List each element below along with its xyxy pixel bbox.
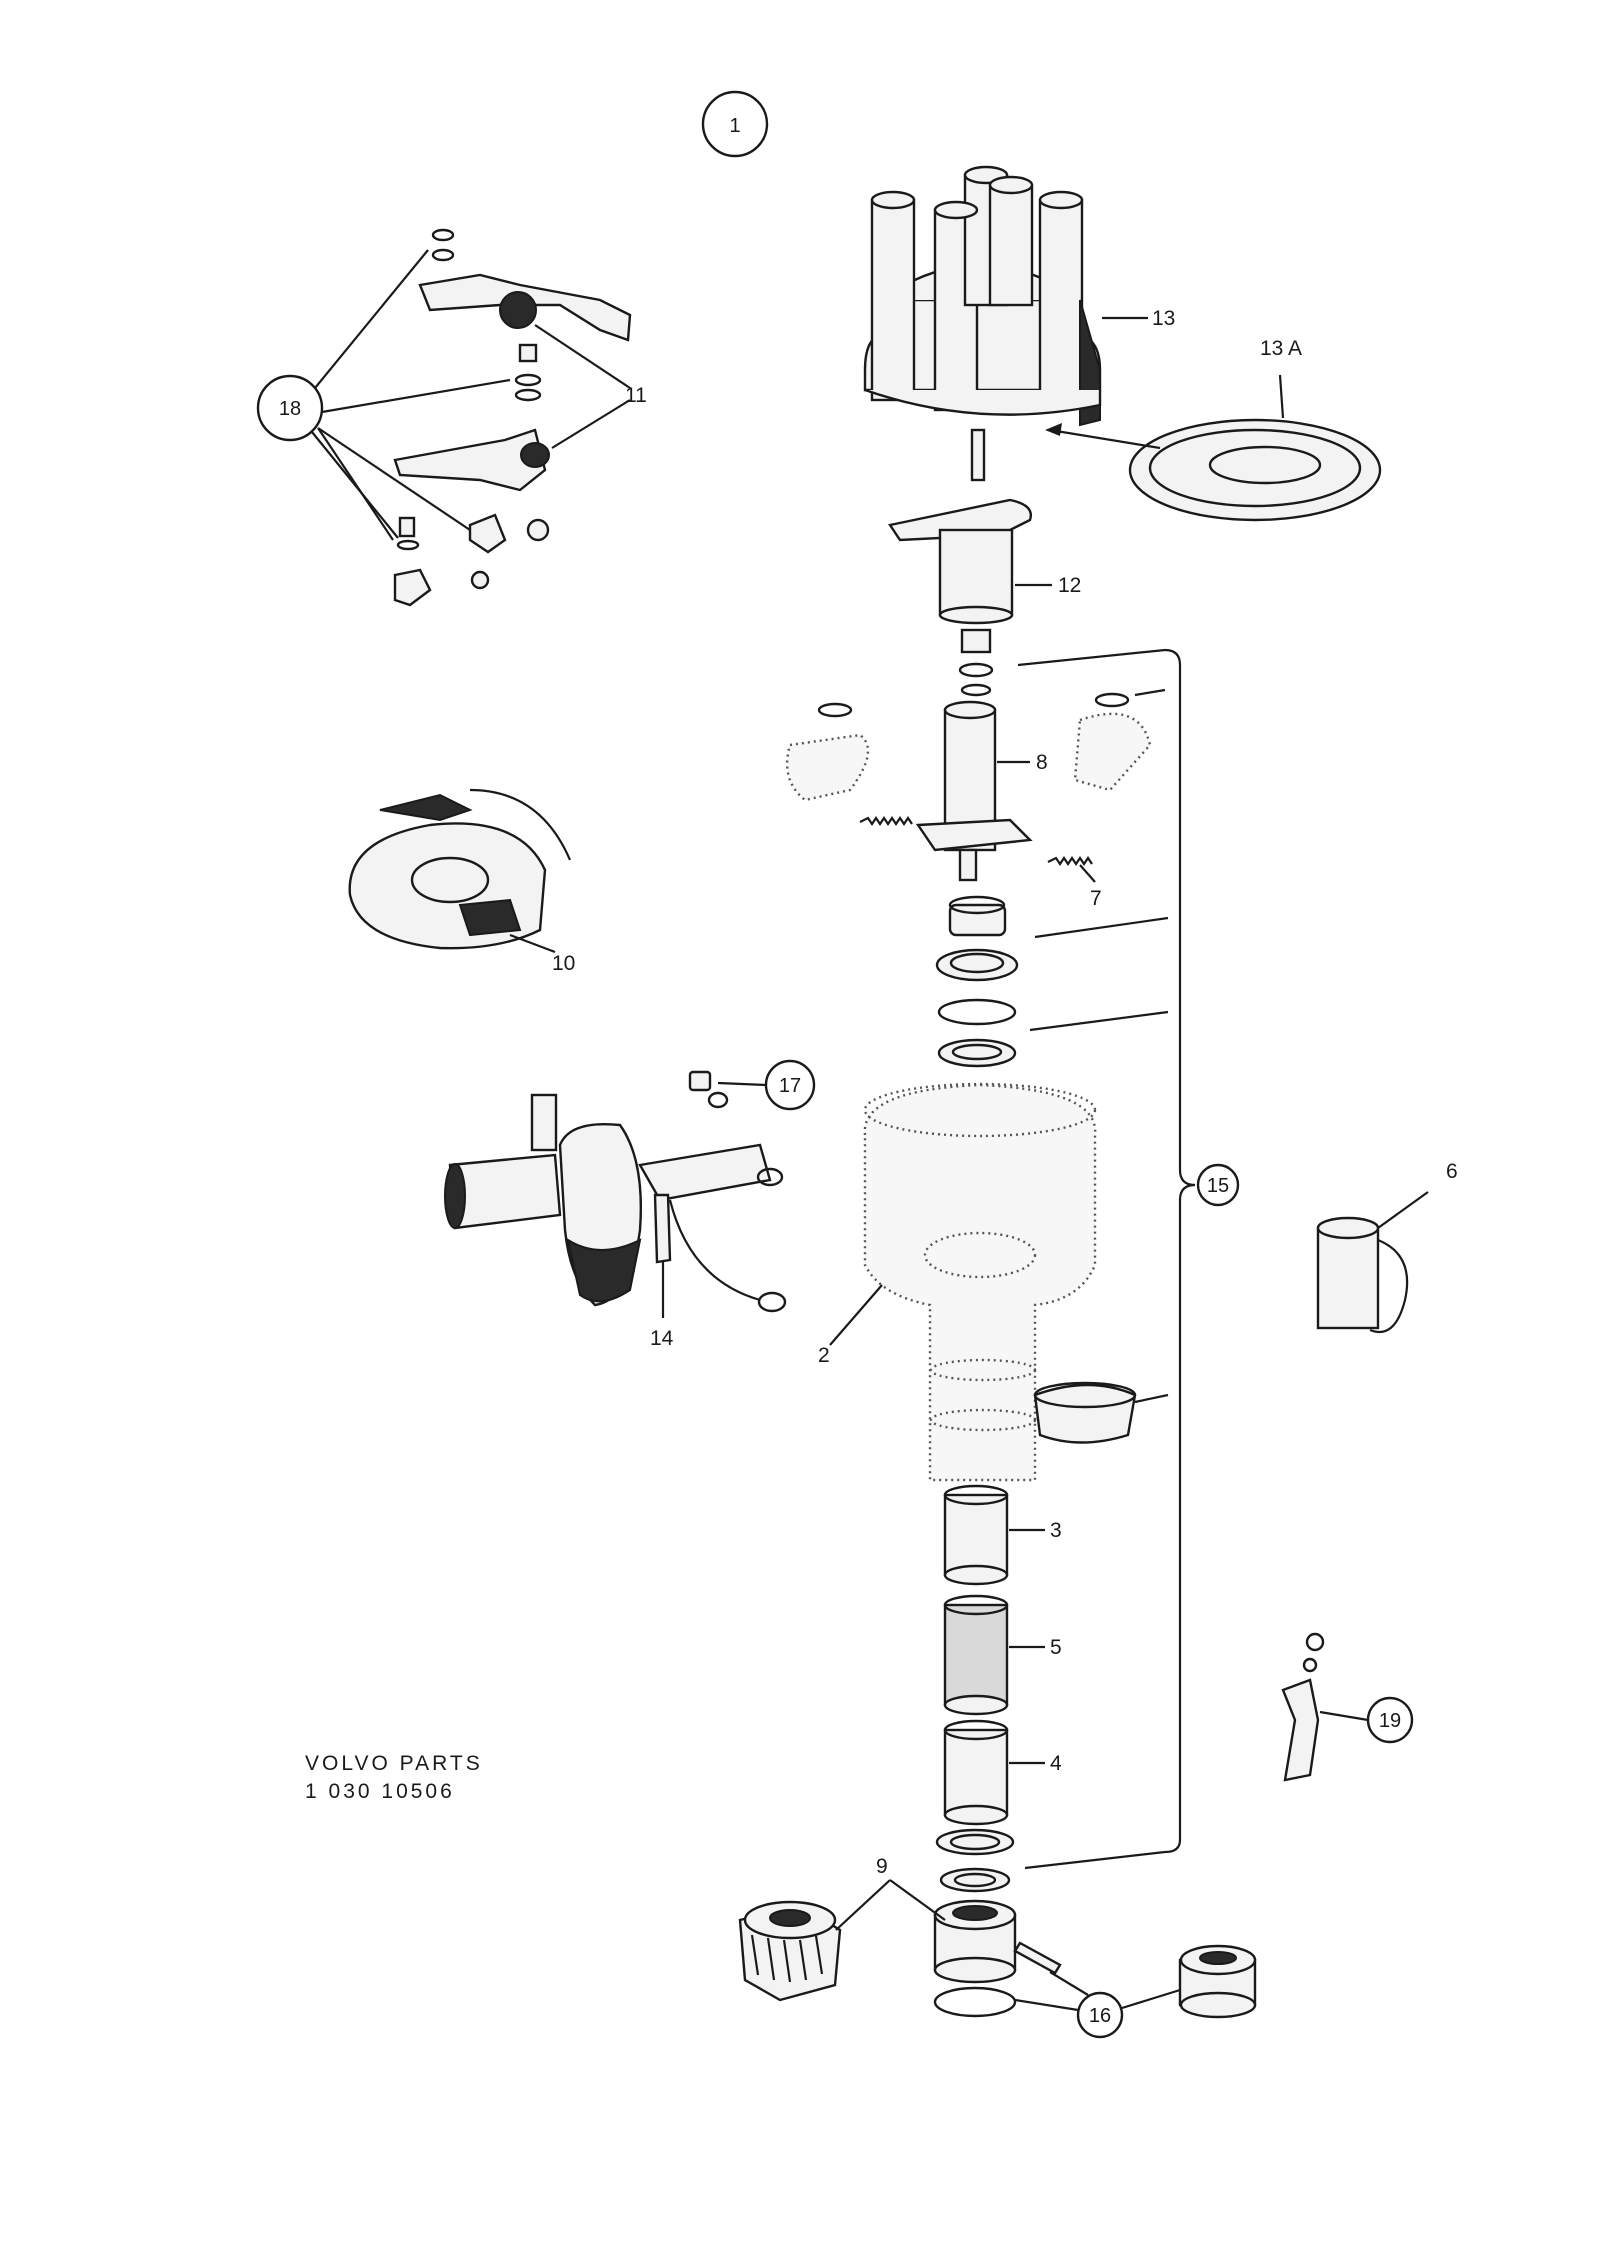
bushing-upper	[943, 1484, 1009, 1586]
label-shaft-kit: 15	[1207, 1175, 1229, 1197]
footer-brand: VOLVO PARTS	[305, 1752, 483, 1775]
drive-gear	[738, 1900, 842, 2002]
main-item-label: 1	[701, 90, 769, 158]
vacuum-unit	[444, 1093, 787, 1313]
washer-small	[960, 683, 992, 697]
clip	[1281, 1632, 1325, 1782]
label-rotor: 12	[1058, 574, 1081, 597]
label-bushing-upper: 3	[1050, 1519, 1062, 1542]
felt-pad	[960, 628, 992, 654]
weight-left	[786, 733, 870, 802]
spring-left	[859, 816, 913, 826]
condenser	[1316, 1216, 1409, 1333]
label-drive-gear: 9	[876, 1855, 888, 1878]
label-breaker-plate: 10	[552, 952, 575, 975]
label-breaker-plate-parts: 11	[625, 384, 647, 407]
label-vacuum-unit: 14	[650, 1327, 674, 1350]
label-spring: 7	[1090, 887, 1102, 910]
callout-circle-contact-set	[256, 374, 324, 442]
rotor	[888, 498, 1032, 625]
drive-collar	[933, 1899, 1017, 1984]
label-screw-washer: 17	[779, 1075, 801, 1097]
spacer-collar	[1178, 1944, 1257, 2019]
breaker-plate	[348, 788, 572, 950]
shaft-kit-bracket	[1017, 648, 1196, 1870]
label-clip: 19	[1379, 1710, 1401, 1732]
label-contact-set: 18	[279, 398, 301, 420]
spring-right	[1047, 856, 1093, 866]
screw-washer	[688, 1070, 729, 1109]
weight-right	[1073, 712, 1152, 792]
distributor-housing	[863, 1082, 1097, 1482]
drive-pin	[1013, 1941, 1062, 1975]
label-shaft: 8	[1036, 751, 1048, 774]
main-item-text: 1	[729, 115, 740, 137]
label-felt-ring: 5	[1050, 1636, 1062, 1659]
label-distributor-cap: 13	[1152, 307, 1175, 330]
fiber-washer	[935, 1828, 1015, 1856]
cap-seal	[1128, 418, 1382, 522]
distributor-cap	[863, 165, 1102, 482]
felt-ring	[943, 1594, 1009, 1716]
footer-part-number: 1 030 10506	[305, 1780, 455, 1803]
label-pin-and-collar: 16	[1089, 2005, 1111, 2027]
sealing-ring	[1033, 1381, 1137, 1444]
callout-circle-pin	[1076, 1991, 1124, 2039]
distributor-shaft	[915, 700, 1033, 882]
bushing-lower	[943, 1719, 1009, 1826]
callout-circle-shaft-kit	[1196, 1163, 1240, 1207]
retaining-ring	[933, 1986, 1017, 2018]
label-condenser: 6	[1446, 1160, 1458, 1183]
steel-washer	[939, 1867, 1011, 1893]
thrust-washers	[935, 895, 1019, 1068]
label-housing: 2	[818, 1344, 830, 1367]
contact-set	[393, 228, 632, 607]
label-bushing-lower: 4	[1050, 1752, 1062, 1775]
circlip	[958, 662, 994, 678]
label-cap-seal: 13 A	[1260, 337, 1302, 360]
